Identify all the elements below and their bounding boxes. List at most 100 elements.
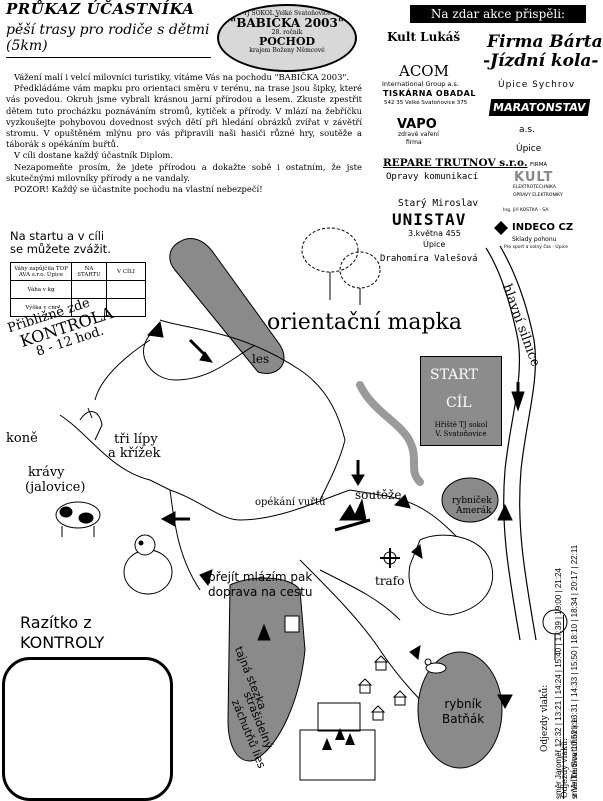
church-picture-frame: [299, 729, 376, 781]
map-title: orientační mapka: [267, 310, 462, 335]
picture-frame: [317, 702, 361, 732]
intro-paragraph: Nezapomeňte prosím, že jdete přírodou a …: [6, 161, 362, 183]
contests-label: soutěže: [355, 488, 402, 502]
weigh-caption-line1: Na startu a v cíli: [10, 229, 105, 243]
path: [319, 439, 346, 501]
bus-departures-label: Odjezdy vlaků:: [560, 738, 569, 798]
sponsor-acom: ACOM: [399, 62, 449, 80]
badge-name: "BABIČKA 2003": [229, 16, 345, 30]
cows-line2: (jalovice): [25, 480, 86, 495]
bus-departures-heading: Odjezdy vlaků:: [560, 738, 569, 798]
sponsor-kult-sub2: OPRAVY ELEKTRONIKY: [513, 193, 563, 198]
departures-row1-times: 12:32 | 13:21 | 14:24 | 15:40 | 17:39 | …: [554, 568, 563, 748]
cows-label: krávy (jalovice): [25, 465, 85, 495]
stamp-box[interactable]: [2, 657, 173, 801]
badge-pochod: POCHOD: [258, 35, 316, 48]
finish-label: CÍL: [446, 395, 472, 411]
forest-area: [169, 237, 285, 374]
forest-label: les: [252, 352, 270, 366]
event-badge: TJ SOKOL Velké Svatoňovice "BABIČKA 2003…: [217, 4, 357, 72]
bus-departures-sub: z Velké Svatoňovice: [570, 717, 579, 798]
village-area: [408, 534, 494, 616]
start-label: START: [430, 367, 478, 383]
intro-paragraph: Předkládáme vám mapku pro orientaci směr…: [6, 83, 362, 150]
three-lindens-line2: a křížek: [108, 446, 161, 461]
cow-icon: [55, 501, 101, 537]
pond-amerak-line1: rybníček: [452, 496, 492, 506]
table-cell[interactable]: [106, 298, 146, 317]
pond-amerak: [441, 477, 499, 523]
sponsor-tiskarna: TISKÁRNA OBADAL: [383, 89, 476, 98]
horses-label: koně: [6, 431, 38, 446]
sponsor-maratonstav-as: a.s.: [519, 125, 535, 135]
stamp-line1: Razítko z: [20, 613, 92, 632]
path: [94, 339, 151, 401]
sponsor-valesova: Drahomíra Valešová: [380, 254, 478, 264]
duck-icon: [424, 658, 447, 674]
sponsor-firma-barta-sub: -Jízdní kola-: [483, 51, 599, 71]
sponsor-unistav: UNISTAV: [392, 210, 467, 229]
sponsor-indeco-sub: Sklady pohonu: [512, 236, 557, 243]
sponsor-unistav-addr: 3.května 455: [408, 229, 461, 238]
indeco-logo-icon: [494, 220, 508, 235]
sponsor-vapo-sub2: firma: [406, 139, 422, 146]
sponsor-kult-lukas: Kult Lukáš: [387, 30, 461, 44]
pond-batnak-line2: Batňák: [442, 712, 485, 726]
path: [319, 569, 401, 621]
horse-icon: [79, 407, 103, 441]
roasting-label: opékání vuřtů: [255, 497, 326, 508]
page-title: PRŮKAZ ÚČASTNÍKA: [6, 0, 195, 18]
trees-illustration: [301, 227, 381, 305]
house-icon: [284, 615, 408, 721]
sponsor-acom-sub: International Group a.s.: [382, 80, 459, 88]
transformer-label: trafo: [375, 574, 405, 588]
dog-icon: [123, 534, 173, 595]
sponsors-heading: Na zdar akce přispěli:: [410, 5, 586, 23]
sponsor-maratonstav-city: Úpice: [516, 144, 542, 154]
pond-batnak-label: rybník Batňák: [442, 697, 484, 727]
sponsor-tiskarna-addr: 542 35 Velké Svatoňovice 375: [384, 100, 468, 106]
sponsor-stary: Starý Miroslav: [398, 198, 479, 209]
rose-icon: [542, 609, 568, 660]
stamp-line2: KONTROLY: [20, 633, 105, 652]
stamp-label: Razítko z KONTROLY: [20, 613, 104, 653]
path: [143, 329, 256, 381]
start-finish-box: START CÍL Hřiště TJ sokol V. Svatoňovice: [420, 356, 502, 446]
three-lindens-line1: tři lípy: [114, 432, 158, 447]
hriste-line1: Hřiště TJ sokol: [434, 421, 488, 429]
main-road-right-edge: [499, 245, 537, 641]
table-row: Váhy zapůjčila TOP AVA s.r.o. Úpice NA S…: [10, 262, 146, 281]
intro-paragraph: POZOR! Každý se účastníte pochodu na vla…: [14, 184, 263, 195]
sponsor-unistav-city: Úpice: [423, 240, 446, 249]
page-subtitle: pěší trasy pro rodiče s dětmi (5km): [6, 22, 211, 58]
intro-paragraph: V cíli dostane každý účastník Diplom.: [14, 150, 174, 161]
sponsor-kult-label: FIRMA: [530, 162, 548, 168]
sponsor-repare-sub: Opravy komunikací: [386, 172, 479, 182]
sponsor-vapo-sub: zdravé vaření: [398, 131, 439, 138]
transformer-icon: [380, 548, 400, 568]
thicket-line1: přejít mlázím pak: [208, 570, 313, 584]
weigh-table: Váhy zapůjčila TOP AVA s.r.o. Úpice NA S…: [10, 262, 146, 317]
intro-text: Vážení malí i velcí milovníci turistiky,…: [6, 72, 362, 195]
sponsor-indeco: INDECO CZ: [512, 222, 574, 233]
stream: [356, 381, 424, 486]
table-row: Výška v cm: [10, 298, 146, 317]
sponsor-firma-barta-city: Úpice Sychrov: [498, 80, 576, 90]
campfire-icon: [334, 498, 371, 532]
thicket-instruction: přejít mlázím pak doprava na cestu: [208, 570, 312, 600]
hriste-label: Hřiště TJ sokol V. Svatoňovice: [425, 421, 497, 439]
sponsor-repare: REPARE TRUTNOV s.r.o.: [383, 157, 528, 169]
thicket-line2: doprava na cestu: [208, 585, 313, 599]
pond-amerak-label: rybníček Amerák: [452, 496, 492, 516]
sponsor-kult: KULT: [514, 170, 554, 185]
pond-amerak-line2: Amerák: [456, 506, 492, 516]
badge-year: 28. ročník: [271, 29, 303, 36]
weigh-caption-line2: se můžete zvážit.: [10, 242, 111, 256]
three-lindens-label: tři lípy a křížek: [108, 433, 161, 461]
sponsor-kostka: Ing. Jiří KOSTKA - SA: [503, 208, 549, 213]
cows-line1: krávy: [28, 465, 65, 480]
trees-icon: [322, 728, 355, 750]
weigh-caption: Na startu a v cíli se můžete zvážit.: [10, 230, 111, 256]
sponsor-kult-sub1: ELEKTROTECHNIKA: [513, 185, 556, 190]
